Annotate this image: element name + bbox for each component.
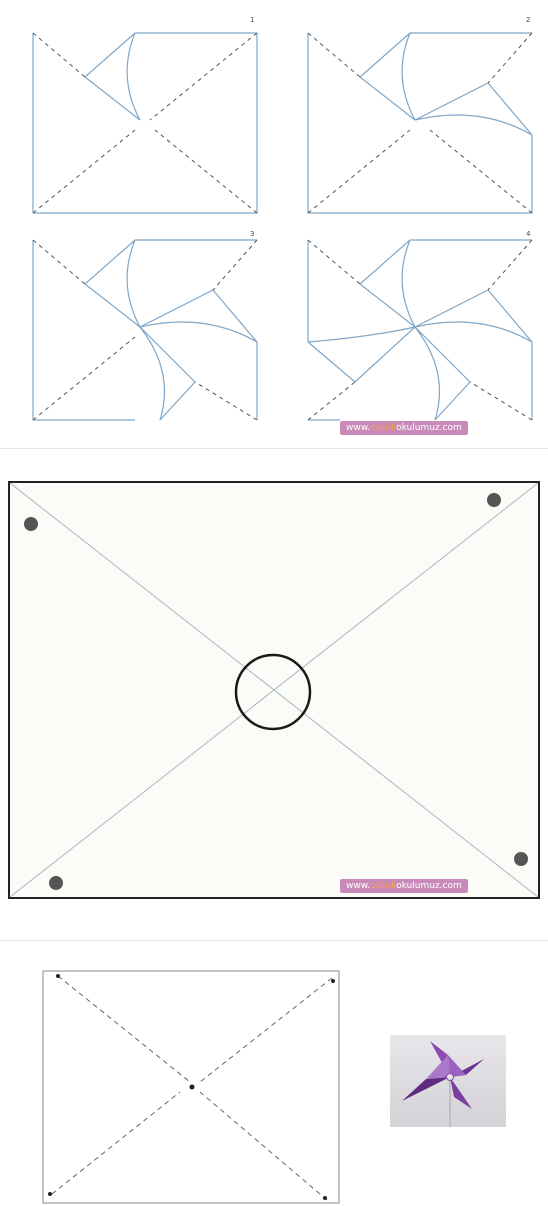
step-2-diagram bbox=[300, 25, 540, 220]
step-3-diagram bbox=[25, 232, 265, 427]
center-hole-ring bbox=[236, 655, 310, 729]
watermark-accent-2: cocuk bbox=[370, 881, 396, 891]
step-3-number: 3 bbox=[250, 230, 254, 238]
step-4-number: 4 bbox=[526, 230, 530, 238]
step-1-number: 1 bbox=[250, 16, 254, 24]
section-divider-bottom bbox=[0, 940, 548, 941]
watermark-prefix-2: www. bbox=[346, 881, 370, 891]
pin-dot-bottom-right bbox=[514, 852, 528, 866]
simple-center-dot bbox=[190, 1085, 195, 1090]
simple-pin-bottom-right bbox=[323, 1196, 327, 1200]
step-4-diagram bbox=[300, 232, 540, 427]
pin-dot-top-right bbox=[487, 493, 501, 507]
pin-dot-top-left bbox=[24, 517, 38, 531]
step-2-number: 2 bbox=[526, 16, 530, 24]
simple-pin-top-right bbox=[331, 979, 335, 983]
watermark-suffix: okulumuz.com bbox=[396, 423, 462, 433]
section-divider-top bbox=[0, 448, 548, 449]
folding-steps-panel: 1 2 bbox=[0, 0, 548, 440]
watermark-accent: cocuk bbox=[370, 423, 396, 433]
pinwheel-icon bbox=[390, 1035, 506, 1127]
simple-template bbox=[40, 968, 342, 1206]
watermark-prefix: www. bbox=[346, 423, 370, 433]
step-1-diagram bbox=[25, 25, 265, 220]
pinwheel-photo bbox=[390, 1035, 506, 1127]
cutting-template bbox=[8, 481, 540, 899]
template-diagonals bbox=[10, 483, 538, 897]
pin-dot-bottom-left bbox=[49, 876, 63, 890]
watermark-top: www.cocukokulumuz.com bbox=[340, 421, 468, 435]
watermark-middle: www.cocukokulumuz.com bbox=[340, 879, 468, 893]
simple-pin-top-left bbox=[56, 974, 60, 978]
watermark-suffix-2: okulumuz.com bbox=[396, 881, 462, 891]
simple-pin-bottom-left bbox=[48, 1192, 52, 1196]
